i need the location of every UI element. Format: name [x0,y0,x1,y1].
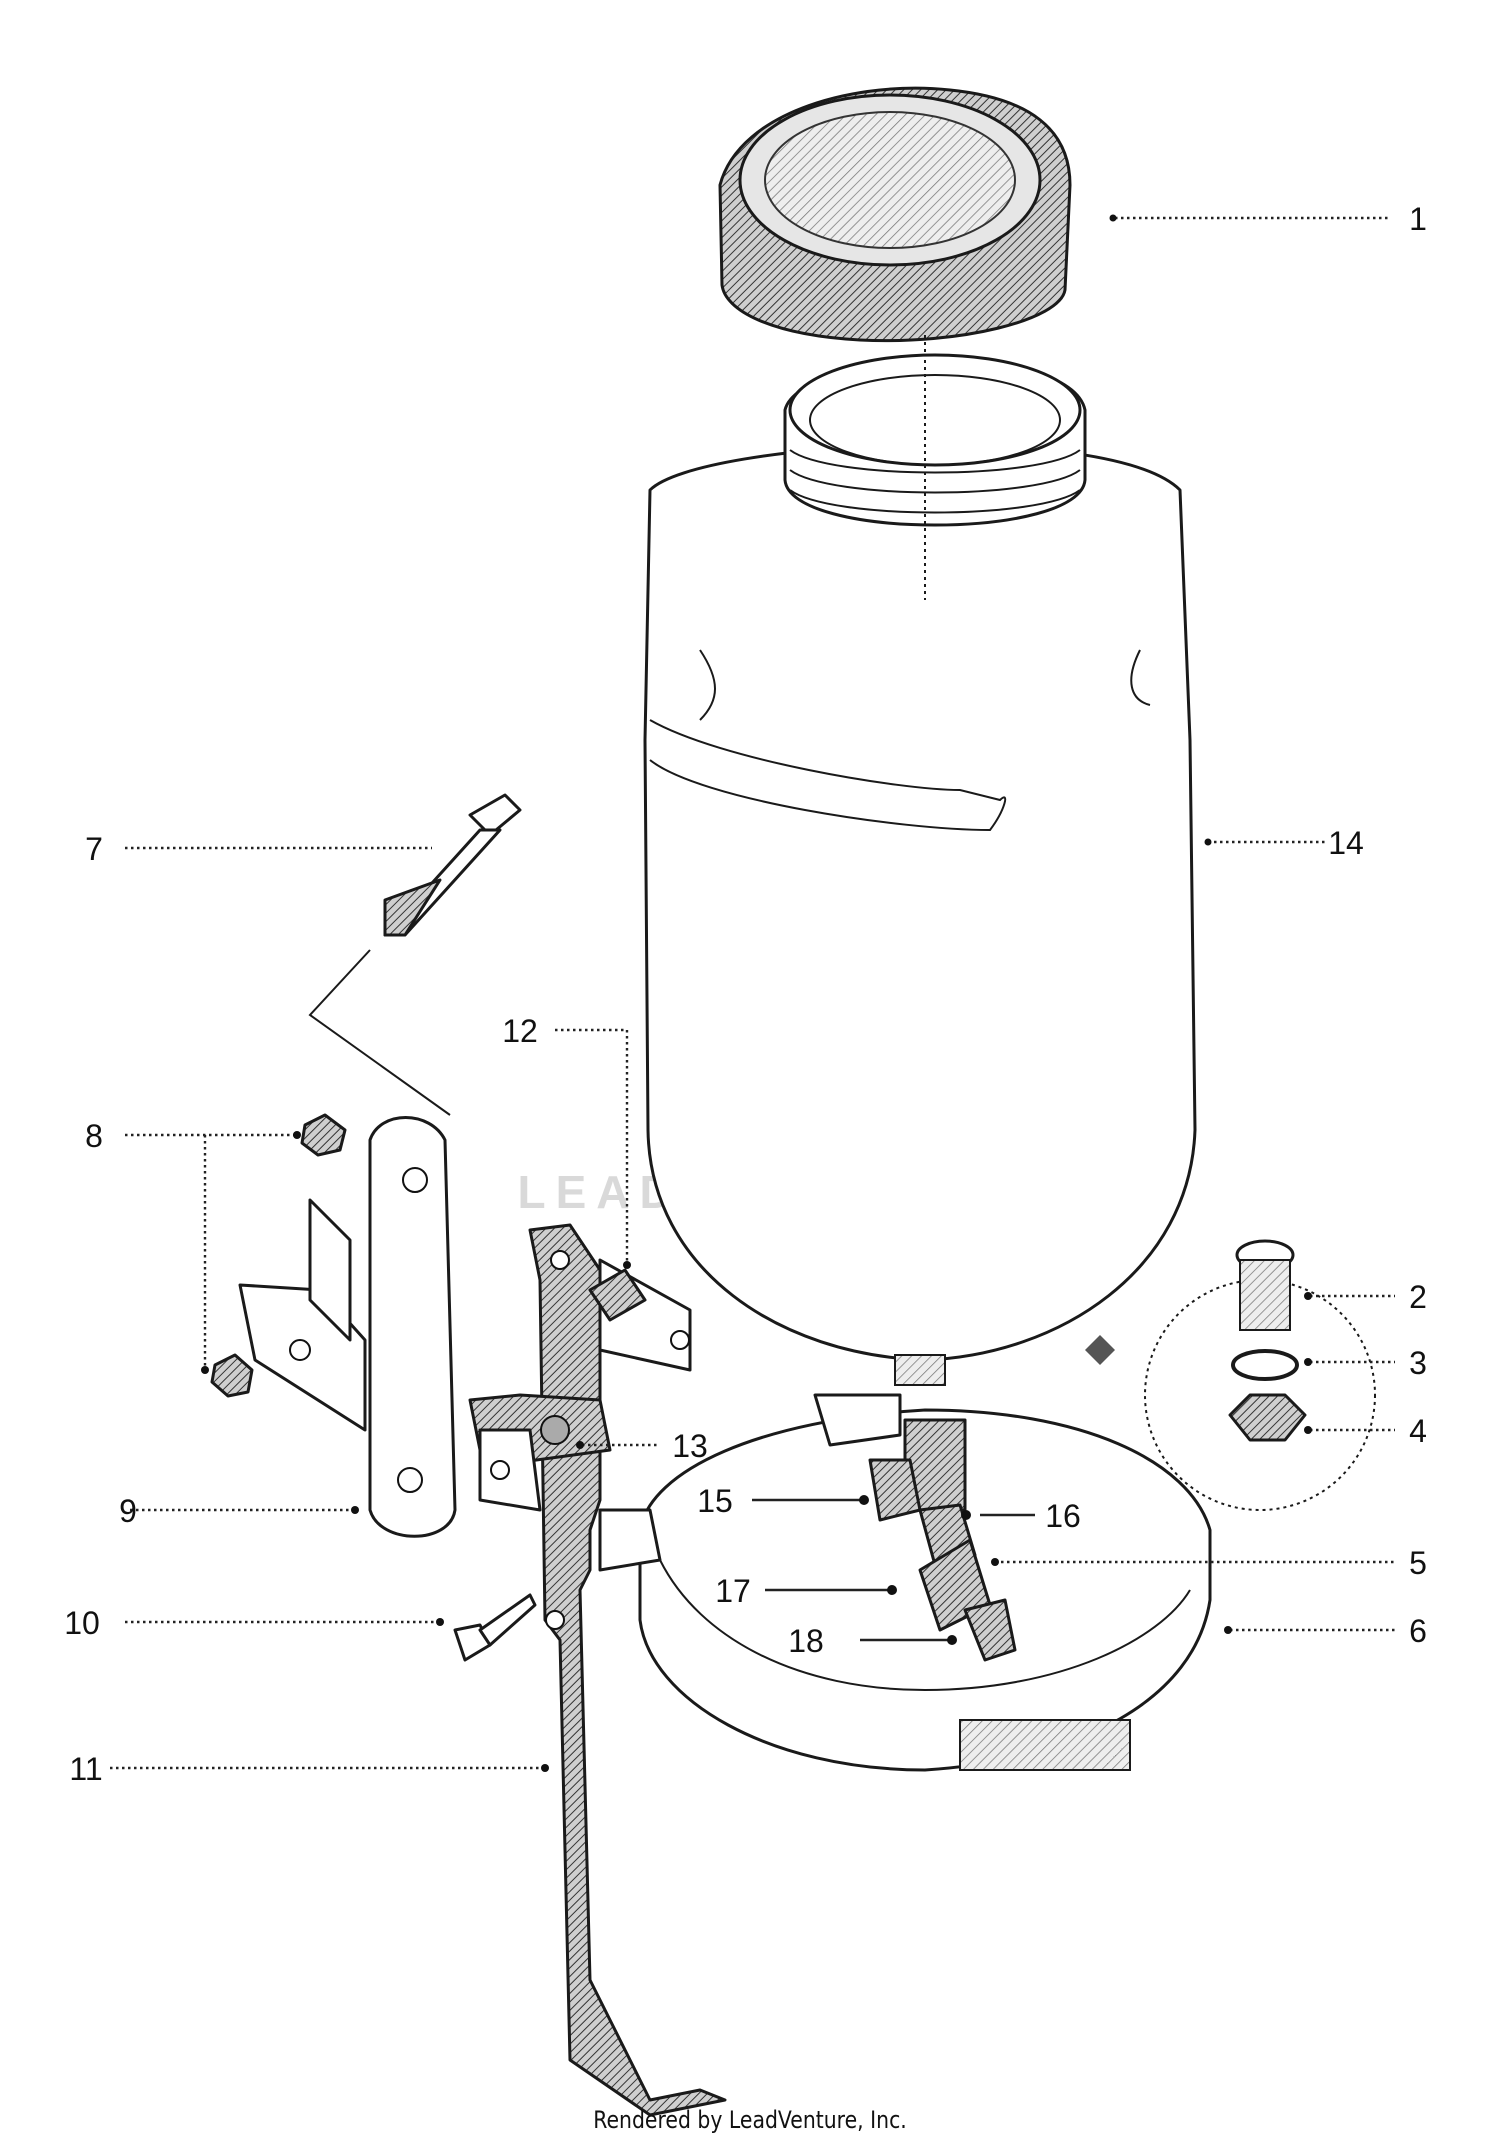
callout-13: 13 [672,1428,708,1464]
callout-17: 17 [715,1573,751,1609]
callout-labels: 1 2 3 4 5 6 7 8 9 10 11 12 13 14 15 16 1… [64,201,1427,1787]
callout-12: 12 [502,1013,538,1049]
callout-8: 8 [85,1118,103,1154]
callout-15: 15 [697,1483,733,1519]
part-plate [238,1116,457,1538]
footer-credit: Rendered by LeadVenture, Inc. [593,2106,907,2134]
callout-14: 14 [1328,825,1364,861]
callout-2: 2 [1409,1279,1427,1315]
callout-4: 4 [1409,1413,1427,1449]
callout-16: 16 [1045,1498,1081,1534]
part-bolt [308,793,522,1116]
leader-dots [201,214,1312,1772]
callout-5: 5 [1409,1545,1427,1581]
part-nuts [210,1113,347,1398]
part-valve-assembly [868,1418,1017,1662]
leader-lines [110,216,1395,1770]
callout-7: 7 [85,831,103,867]
callout-18: 18 [788,1623,824,1659]
callout-3: 3 [1409,1345,1427,1381]
callout-1: 1 [1409,201,1427,237]
part-detail-fitting [1085,1239,1376,1511]
callout-11: 11 [69,1751,102,1787]
callout-10: 10 [64,1605,100,1641]
callout-6: 6 [1409,1613,1427,1649]
part-tank [643,353,1197,1386]
part-screw [453,1593,537,1662]
callout-9: 9 [119,1493,137,1529]
part-cap [718,86,1072,400]
